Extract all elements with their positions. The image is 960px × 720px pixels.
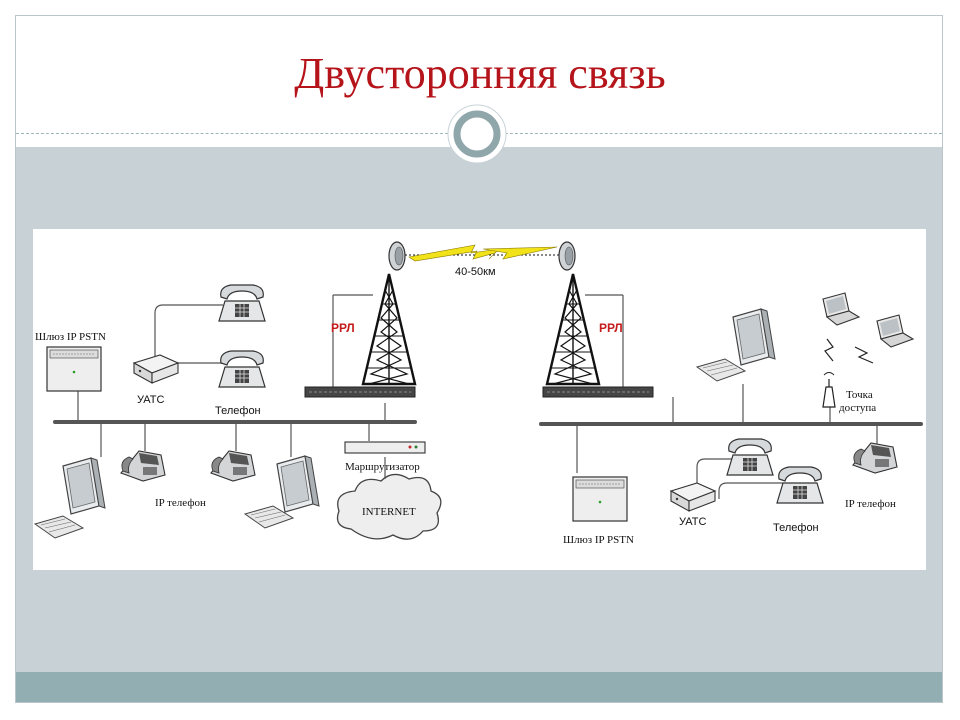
left-router-icon bbox=[344, 441, 426, 454]
right-phone-top-icon bbox=[726, 438, 774, 476]
right-gateway-icon bbox=[572, 476, 628, 522]
right-phone-bottom-icon bbox=[776, 466, 824, 504]
left-gateway-icon bbox=[46, 346, 102, 392]
right-workstation-keyboard-icon bbox=[696, 358, 746, 382]
left-router-label: Маршрутизатор bbox=[345, 461, 420, 473]
right-laptop-1-icon bbox=[822, 292, 860, 326]
right-workstation-monitor-icon bbox=[732, 308, 776, 366]
right-ip-phone-icon bbox=[852, 442, 898, 474]
divider-ring-icon bbox=[447, 104, 507, 164]
right-laptop-2-icon bbox=[876, 314, 914, 348]
left-workstation-2-monitor-icon bbox=[276, 455, 320, 513]
left-dish-icon bbox=[388, 241, 406, 271]
network-diagram: Шлюз IP PSTN УАТС Телефон IP телефон Мар… bbox=[33, 229, 926, 570]
left-rrl-label: РРЛ bbox=[331, 321, 355, 335]
radio-link: 40-50км bbox=[405, 244, 559, 278]
left-pbx-label: УАТС bbox=[137, 394, 164, 406]
left-phone-label: Телефон bbox=[215, 405, 261, 417]
slide-title: Двусторонняя связь bbox=[294, 49, 666, 98]
left-ip-phone-label: IP телефон bbox=[155, 497, 206, 509]
footer-band bbox=[16, 672, 942, 702]
right-radio-unit-icon bbox=[542, 386, 654, 398]
right-phone-label: Телефон bbox=[773, 522, 819, 534]
left-site: Шлюз IP PSTN УАТС Телефон IP телефон Мар… bbox=[34, 241, 442, 540]
right-rrl-label: РРЛ bbox=[599, 321, 623, 335]
wireless-link-2-icon bbox=[854, 346, 874, 364]
access-point-label-line2: доступа bbox=[839, 402, 876, 414]
left-workstation-1-keyboard-icon bbox=[34, 515, 84, 539]
left-gateway-label: Шлюз IP PSTN bbox=[35, 331, 106, 343]
left-phone-top-icon bbox=[218, 284, 266, 322]
slide-frame bbox=[15, 15, 943, 703]
left-radio-unit-icon bbox=[304, 386, 416, 398]
lightning-icon bbox=[408, 244, 500, 262]
internet-cloud-icon bbox=[336, 473, 442, 540]
right-dish-icon bbox=[558, 241, 576, 271]
right-tower-icon bbox=[545, 272, 601, 386]
access-point-label-line1: Точка bbox=[846, 389, 873, 401]
left-pbx-phone1-link bbox=[154, 304, 223, 363]
wireless-link-1-icon bbox=[824, 338, 834, 362]
right-gateway-label: Шлюз IP PSTN bbox=[563, 534, 634, 546]
left-ip-phone-1-icon bbox=[120, 450, 166, 482]
network-diagram-svg: Шлюз IP PSTN УАТС Телефон IP телефон Мар… bbox=[34, 241, 923, 546]
access-point-icon bbox=[822, 372, 836, 408]
internet-label: INTERNET bbox=[362, 506, 416, 518]
left-tower-icon bbox=[361, 272, 417, 386]
link-distance-label: 40-50км bbox=[455, 266, 496, 278]
left-pbx-icon bbox=[133, 354, 179, 384]
right-pbx-icon bbox=[670, 482, 716, 512]
right-site: РРЛ Точка доступа IP телефон Шлюз IP PST… bbox=[539, 241, 923, 546]
right-pbx-label: УАТС bbox=[679, 516, 706, 528]
right-ip-phone-label: IP телефон bbox=[845, 498, 896, 510]
left-phone-bottom-icon bbox=[218, 350, 266, 388]
left-workstation-1-monitor-icon bbox=[62, 457, 106, 515]
left-ip-phone-2-icon bbox=[210, 450, 256, 482]
